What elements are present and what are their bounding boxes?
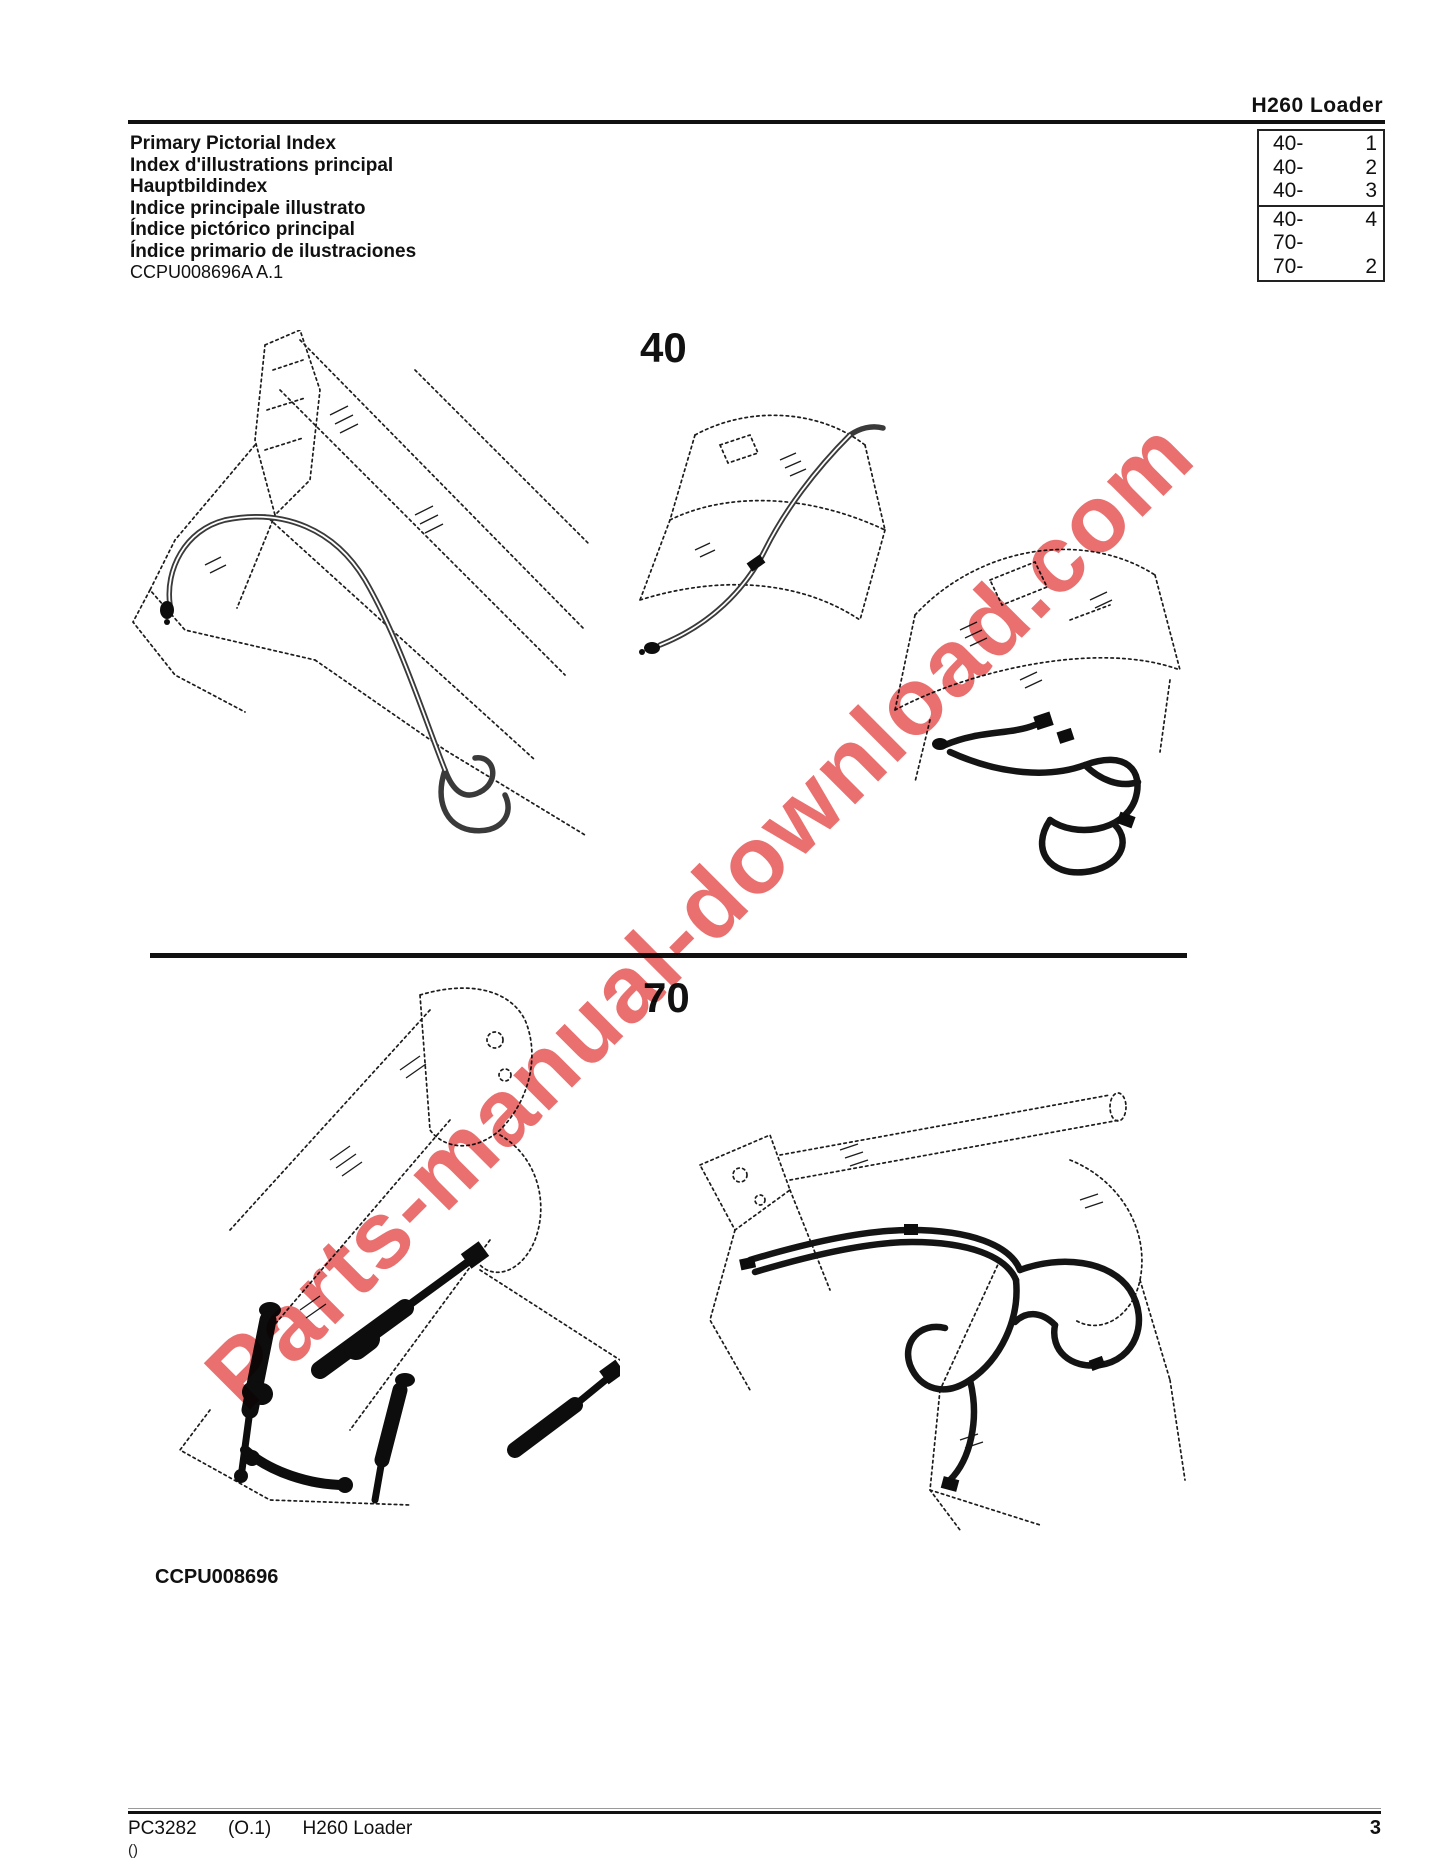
catalog-number: PC3282 [128,1818,197,1839]
pictorial-40-bracket-cable-drawing [639,414,886,655]
index-title-it: Indice principale illustrato [130,197,366,219]
page-ref: 4 [1365,207,1377,231]
section-ref: 40- [1273,155,1304,179]
index-code: CCPU008696A A.1 [130,262,284,282]
pictorial-70-cylinders-drawing [178,987,620,1506]
pictorial-40-boom-hose-drawing [131,330,590,836]
page-title: H260 Loader [1251,94,1383,117]
index-title-block: Primary Pictorial Index Index d'illustra… [130,133,416,262]
pictorial-70-hoses-drawing [698,1092,1186,1531]
index-title-es: Índice pictórico principal [130,219,355,240]
table-row: 40- 2 [1259,156,1383,180]
section-ref: 40- [1273,207,1304,231]
figure-code: CCPU008696 [155,1566,279,1588]
index-title-fr: Index d'illustrations principal [130,154,394,176]
index-reference-table: 40- 1 40- 2 40- 3 40- 4 70- 70- [1257,129,1385,282]
table-row: 70- [1259,231,1383,255]
header-rule [128,120,1385,124]
reference-group-40: 40- 1 40- 2 40- 3 [1257,129,1385,207]
index-title-es2: Índice primario de ilustraciones [130,240,417,262]
page-number: 3 [1369,1817,1381,1839]
section-ref: 40- [1273,132,1304,155]
page-ref: 1 [1365,132,1377,155]
revision-code: (O.1) [227,1818,272,1839]
section-40-heading: 40 [640,324,687,371]
page-ref: 3 [1365,179,1377,202]
footer-info: PC3282 (O.1) H260 Loader [128,1818,1381,1840]
section-divider-rule [150,953,1187,958]
table-row: 40- 3 [1259,179,1383,203]
footer-product: H260 Loader [302,1818,413,1839]
table-row: 40- 1 [1259,132,1383,156]
page-ref: 2 [1365,155,1377,179]
pictorial-40-wiring-harness-drawing [894,548,1181,876]
footer-rule [128,1811,1381,1814]
index-title-en: Primary Pictorial Index [130,133,336,154]
table-row: 70- 2 [1259,255,1383,279]
footer-rule-light [128,1808,1381,1809]
footer-sub-note: () [128,1842,138,1859]
index-title-de: Hauptbildindex [130,176,268,197]
section-ref: 40- [1273,179,1304,202]
table-row: 40- 4 [1259,208,1383,232]
page-ref: 2 [1365,254,1377,278]
section-ref: 70- [1273,254,1304,278]
section-ref: 70- [1273,231,1304,254]
reference-group-70: 40- 4 70- 70- 2 [1257,204,1385,282]
section-70-heading: 70 [643,974,690,1021]
